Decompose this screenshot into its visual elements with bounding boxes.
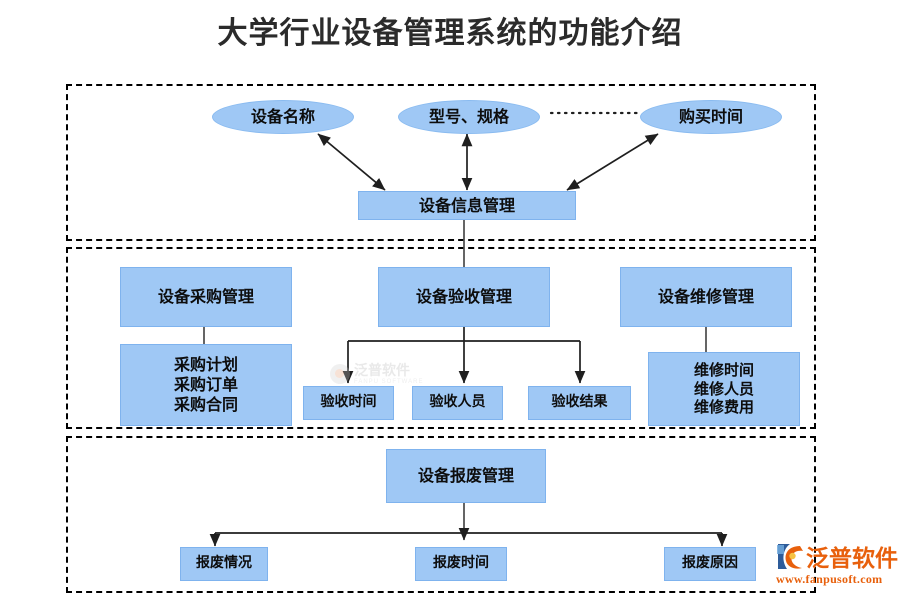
equipment-process-section [66, 247, 816, 429]
node-purchase-time[interactable]: 购买时间 [640, 100, 782, 134]
node-equipment-name[interactable]: 设备名称 [212, 100, 354, 134]
node-acceptance-result[interactable]: 验收结果 [528, 386, 631, 420]
node-scrap-time[interactable]: 报废时间 [415, 547, 507, 581]
brand-logo: 泛普软件 www.fanpusoft.com [776, 538, 900, 596]
watermark-text: 泛普软件 [354, 363, 410, 379]
equipment-scrap-section [66, 436, 816, 593]
equipment-info-section [66, 84, 816, 241]
node-model-spec[interactable]: 型号、规格 [398, 100, 540, 134]
fanpu-logo-icon [777, 544, 803, 569]
node-repair-management[interactable]: 设备维修管理 [620, 267, 792, 327]
center-watermark: 泛普软件 FANPU SOFTWARE [330, 364, 423, 385]
watermark-subtext: FANPU SOFTWARE [354, 378, 424, 385]
node-acceptance-time[interactable]: 验收时间 [303, 386, 394, 420]
node-scrap-reason[interactable]: 报废原因 [664, 547, 756, 581]
node-equipment-info-management[interactable]: 设备信息管理 [358, 191, 576, 220]
node-scrap-status[interactable]: 报废情况 [180, 547, 268, 581]
node-purchase-items[interactable]: 采购计划 采购订单 采购合同 [120, 344, 292, 426]
page-title: 大学行业设备管理系统的功能介绍 [217, 16, 683, 51]
node-repair-items[interactable]: 维修时间 维修人员 维修费用 [648, 352, 800, 426]
watermark-logo-icon [330, 364, 350, 385]
brand-name: 泛普软件 [806, 546, 898, 572]
node-scrap-management[interactable]: 设备报废管理 [386, 449, 546, 503]
node-acceptance-management[interactable]: 设备验收管理 [378, 267, 550, 327]
node-purchase-management[interactable]: 设备采购管理 [120, 267, 292, 327]
brand-url: www.fanpusoft.com [776, 572, 883, 586]
node-acceptance-person[interactable]: 验收人员 [412, 386, 503, 420]
